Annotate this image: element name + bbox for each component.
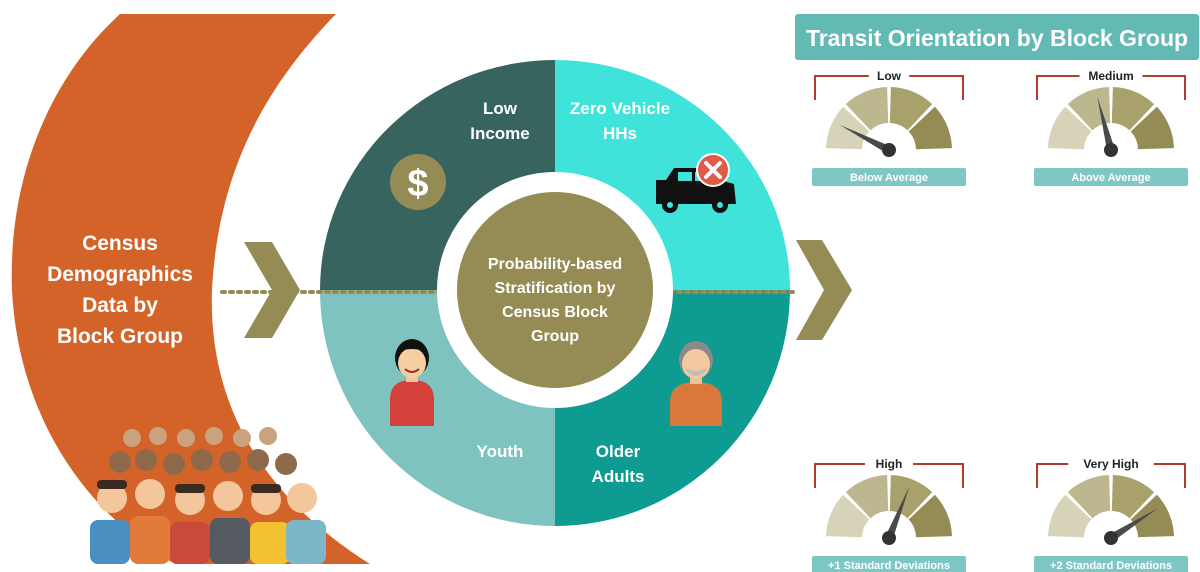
gauge-title-bg <box>1068 456 1154 470</box>
banner-line-3: Data by <box>82 294 158 317</box>
older-adults-label-1: Older <box>596 442 641 461</box>
center-line-1: Probability-based <box>488 256 622 273</box>
center-line-4: Group <box>531 328 579 345</box>
center-circle <box>457 192 653 388</box>
gauge-segment <box>1048 494 1092 538</box>
dollar-icon: $ <box>390 154 446 210</box>
no-car-icon <box>656 153 736 213</box>
gauge-segment <box>845 87 889 131</box>
census-banner <box>11 14 370 564</box>
gauge-segment <box>908 494 952 538</box>
gauge-caption-bar <box>812 168 966 186</box>
gauge-segment <box>1130 106 1174 150</box>
zero-vehicle-label-2: HHs <box>603 124 637 143</box>
gauge-segment <box>889 87 933 131</box>
gauge-title-bg <box>865 456 913 470</box>
gauge-segment <box>1111 87 1155 131</box>
gauge-title-bg <box>1079 68 1143 82</box>
gauge-title-very-high: Very High <box>1083 457 1138 471</box>
right-arrow-chevron <box>796 240 852 340</box>
youth-person-icon <box>390 339 434 426</box>
zero-vehicle-label-1: Zero Vehicle <box>570 99 670 118</box>
youth-label: Youth <box>477 442 524 461</box>
gauge-segment <box>845 475 889 519</box>
gauge-hub <box>1104 531 1118 545</box>
transit-title: Transit Orientation by Block Group <box>806 25 1188 51</box>
gauge-title-low: Low <box>877 69 902 83</box>
gauge-hub <box>882 531 896 545</box>
gauge-segment <box>908 106 952 150</box>
banner-line-2: Demographics <box>47 263 193 286</box>
gauge-hub <box>882 143 896 157</box>
gauge-caption-bar <box>1034 556 1188 572</box>
gauge-needle <box>1108 508 1158 542</box>
low-income-label-1: Low <box>483 99 518 118</box>
gauge-very-high: Very High +2 Standard Deviations <box>1034 456 1188 572</box>
gauge-segment <box>826 494 870 538</box>
gauge-high: High +1 Standard Deviations <box>812 456 966 572</box>
gauge-segment <box>1048 106 1092 150</box>
center-line-3: Census Block <box>502 304 608 321</box>
gauge-segment <box>1111 475 1155 519</box>
gauge-segment <box>1067 87 1111 131</box>
gauge-title-medium: Medium <box>1088 69 1133 83</box>
gauge-segment <box>1067 475 1111 519</box>
gauge-caption-bar <box>812 556 966 572</box>
gauge-caption-bar <box>1034 168 1188 186</box>
gauge-caption-very-high: +2 Standard Deviations <box>1050 560 1172 572</box>
banner-line-4: Block Group <box>57 325 183 348</box>
low-income-label-2: Income <box>470 124 530 143</box>
gauge-segment <box>826 106 870 150</box>
older-adults-label-2: Adults <box>592 467 645 486</box>
gauge-hub <box>1104 143 1118 157</box>
gauge-caption-medium: Above Average <box>1071 172 1150 184</box>
gauge-segment <box>1130 494 1174 538</box>
center-line-2: Stratification by <box>495 280 616 297</box>
svg-text:$: $ <box>407 163 428 205</box>
gauge-title-high: High <box>876 457 903 471</box>
gauge-needle <box>885 486 910 540</box>
transit-title-bar <box>795 14 1199 60</box>
crowd-illustration <box>90 427 326 564</box>
older-person-icon <box>670 341 722 426</box>
gauge-caption-low: Below Average <box>850 172 928 184</box>
gauge-needle <box>1097 96 1115 151</box>
gauge-needle <box>839 125 891 154</box>
banner-line-1: Census <box>82 232 158 255</box>
gauge-title-bg <box>868 68 910 82</box>
gauge-caption-high: +1 Standard Deviations <box>828 560 950 572</box>
